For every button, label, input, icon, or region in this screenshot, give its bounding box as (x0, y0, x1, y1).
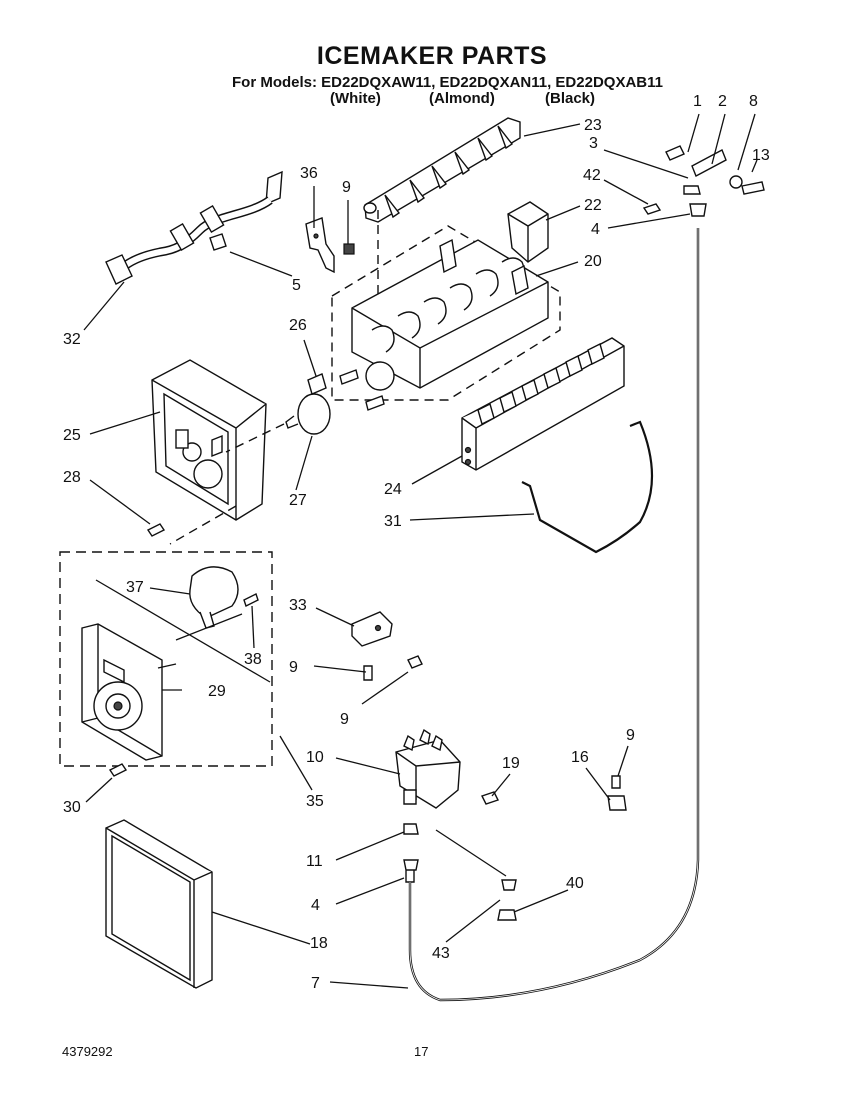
module-part-29 (81, 623, 177, 761)
callout-38: 38 (244, 651, 262, 668)
callout-24: 24 (384, 481, 402, 498)
callout-36: 36 (300, 165, 318, 182)
control-housing-part-25 (151, 359, 267, 521)
nut-part-11 (403, 823, 419, 835)
fill-cup-part-22 (507, 201, 549, 263)
callout-8: 8 (749, 93, 758, 110)
inlet-fittings (642, 145, 765, 217)
water-tube-part-7 (408, 228, 700, 1002)
callout-26: 26 (289, 317, 307, 334)
screw-part-9a (343, 243, 355, 255)
callout-labels: 1 2 8 3 13 42 4 23 22 20 36 9 5 32 26 25… (63, 93, 770, 992)
callout-30: 30 (63, 799, 81, 816)
callout-9: 9 (342, 179, 351, 196)
callout-4: 4 (591, 221, 600, 238)
wire-harness-part (105, 170, 283, 285)
motor-part-37 (189, 566, 239, 629)
callout-27: 27 (289, 492, 307, 509)
callout-18: 18 (310, 935, 328, 952)
screw-part-9b (363, 665, 373, 681)
callout-11: 11 (306, 853, 323, 870)
bracket-part-36 (305, 217, 335, 274)
callout-20: 20 (584, 253, 602, 270)
variant-black: (Black) (545, 90, 596, 107)
callout-2: 2 (718, 93, 727, 110)
callout-31: 31 (384, 513, 402, 530)
callout-42: 42 (583, 167, 601, 184)
callout-10: 10 (306, 749, 324, 766)
callout-9b: 9 (289, 659, 298, 676)
thermostat-clip-part-26 (307, 373, 327, 395)
variant-white: (White) (330, 90, 381, 107)
callout-23: 23 (584, 117, 602, 134)
callout-7: 7 (311, 975, 320, 992)
models-line: For Models: ED22DQXAW11, ED22DQXAN11, ED… (232, 74, 663, 91)
water-valve-part-10 (395, 728, 461, 809)
callout-40: 40 (566, 875, 584, 892)
callout-32: 32 (63, 331, 81, 348)
callout-43: 43 (432, 945, 450, 962)
bracket-part-33 (351, 611, 393, 647)
callout-29: 29 (208, 683, 226, 700)
nut-part-40 (497, 909, 517, 921)
screw-part-28 (146, 523, 166, 537)
callout-13: 13 (752, 147, 770, 164)
callout-22: 22 (584, 197, 602, 214)
callout-5: 5 (292, 277, 301, 294)
front-cover-part-18 (105, 819, 213, 989)
callout-28: 28 (63, 469, 81, 486)
screw-part-19 (481, 791, 499, 805)
mold-part-20 (339, 238, 549, 411)
stripper-part-24 (461, 337, 625, 471)
variant-almond: (Almond) (429, 90, 495, 107)
callout-1: 1 (693, 93, 702, 110)
shutoff-arm-part-31 (521, 420, 654, 554)
callout-9c: 9 (340, 711, 349, 728)
insert-part-43 (501, 879, 517, 891)
page-title: ICEMAKER PARTS (316, 42, 548, 70)
screw-part-38 (243, 593, 259, 607)
callout-3: 3 (589, 135, 598, 152)
page-number: 17 (414, 1044, 429, 1059)
callout-35: 35 (306, 793, 324, 810)
screw-part-30 (108, 763, 128, 777)
screw-part-9c (407, 655, 423, 669)
thermostat-part-27 (285, 393, 331, 435)
clamp-part-16 (607, 795, 627, 811)
callout-33: 33 (289, 597, 307, 614)
insert-part-4b (403, 859, 419, 883)
callout-16: 16 (571, 749, 589, 766)
screw-part-9d (611, 775, 621, 789)
leader-lines (83, 113, 758, 989)
callout-9d: 9 (626, 727, 635, 744)
callout-37: 37 (126, 579, 144, 596)
callout-25: 25 (63, 427, 81, 444)
clip-part-5 (209, 233, 227, 251)
callout-4b: 4 (311, 897, 320, 914)
doc-number: 4379292 (62, 1044, 113, 1059)
ejector-part-23 (363, 117, 521, 223)
callout-19: 19 (502, 755, 520, 772)
